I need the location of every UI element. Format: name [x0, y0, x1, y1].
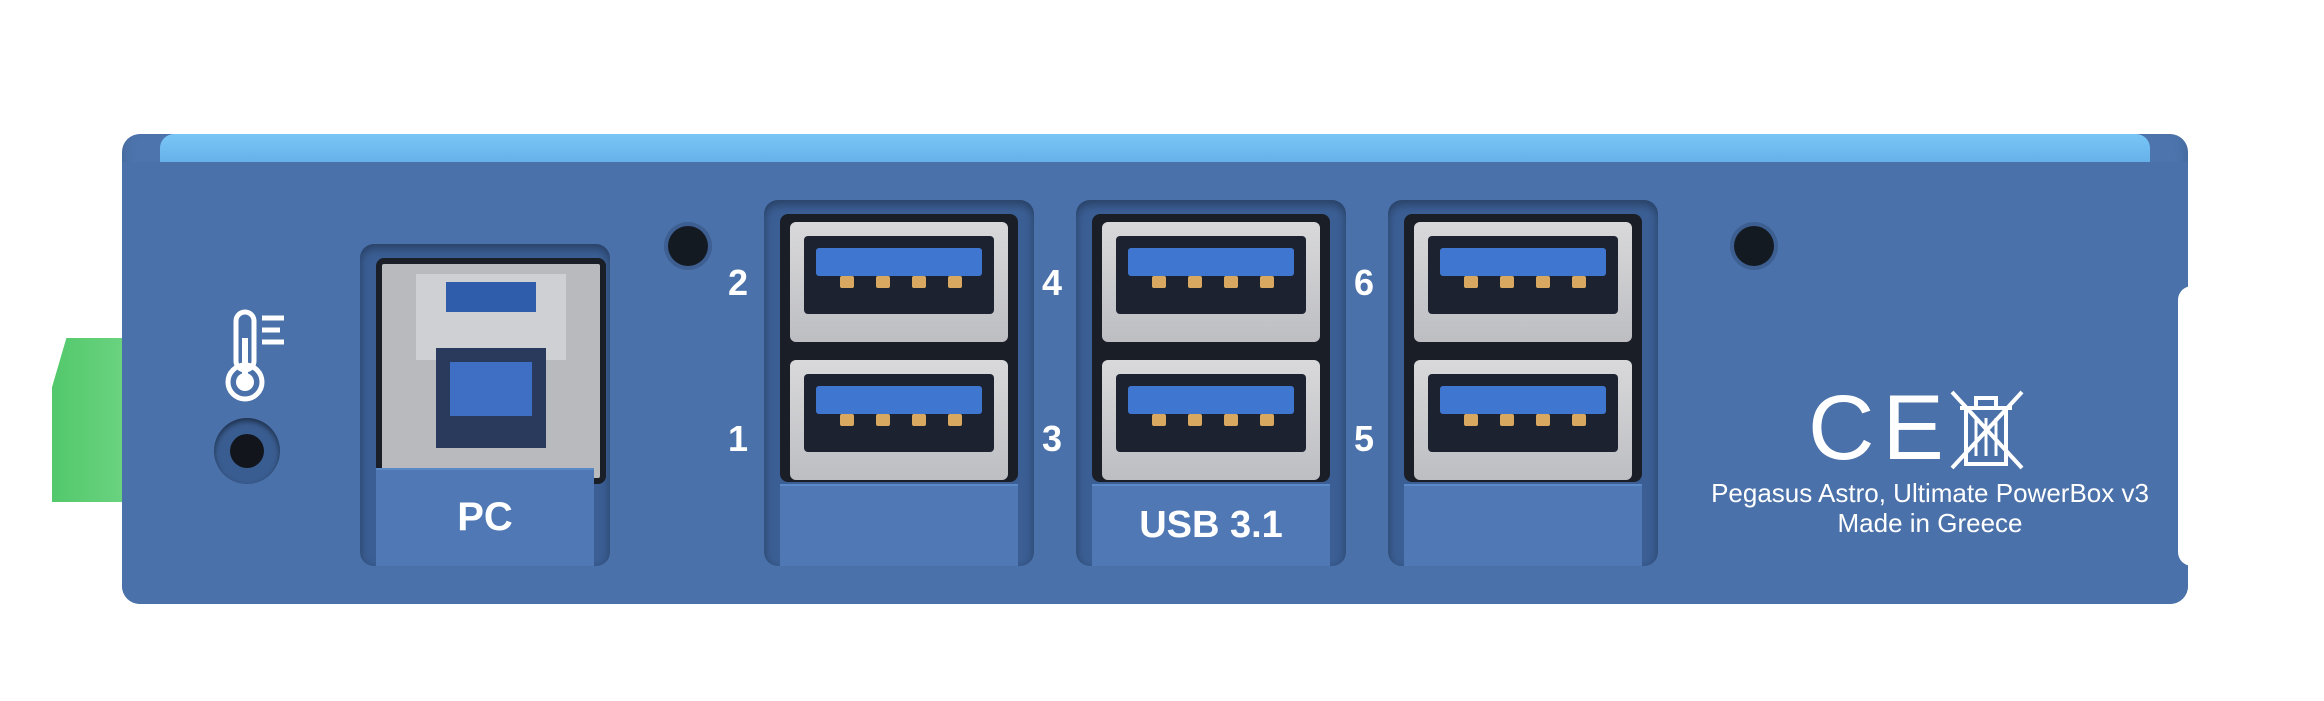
port-number-6: 6	[1354, 262, 1375, 303]
port-number-5: 5	[1354, 418, 1375, 459]
usb-port-5[interactable]	[1414, 360, 1632, 480]
usb-bank-3-tab	[1404, 484, 1642, 566]
weee-bin-icon	[1944, 386, 2028, 474]
usb-bank-1-tab	[780, 484, 1018, 566]
thermometer-icon	[222, 308, 294, 408]
pc-label: PC	[376, 468, 594, 566]
mount-hole-right	[1734, 226, 1774, 266]
port-number-1: 1	[728, 418, 749, 459]
usb-port-3[interactable]	[1102, 360, 1320, 480]
port-number-2: 2	[728, 262, 749, 303]
mount-hole-left	[668, 226, 708, 266]
model-line: Pegasus Astro, Ultimate PowerBox v3	[1711, 478, 2149, 508]
port-number-4: 4	[1042, 262, 1063, 303]
panel-right-notch	[2178, 286, 2198, 566]
usb-port-2[interactable]	[790, 222, 1008, 342]
usb-port-1[interactable]	[790, 360, 1008, 480]
usb-port-6[interactable]	[1414, 222, 1632, 342]
usb-b-port[interactable]	[376, 258, 606, 484]
green-terminal-connector	[52, 338, 124, 502]
temperature-sensor-jack[interactable]	[214, 418, 280, 484]
usb-port-4[interactable]	[1102, 222, 1320, 342]
usb-group-label: USB 3.1	[1092, 484, 1330, 566]
panel-top-edge	[160, 134, 2150, 166]
ce-mark: CE	[1808, 377, 1952, 479]
port-number-3: 3	[1042, 418, 1063, 459]
origin-line: Made in Greece	[1837, 508, 2023, 538]
